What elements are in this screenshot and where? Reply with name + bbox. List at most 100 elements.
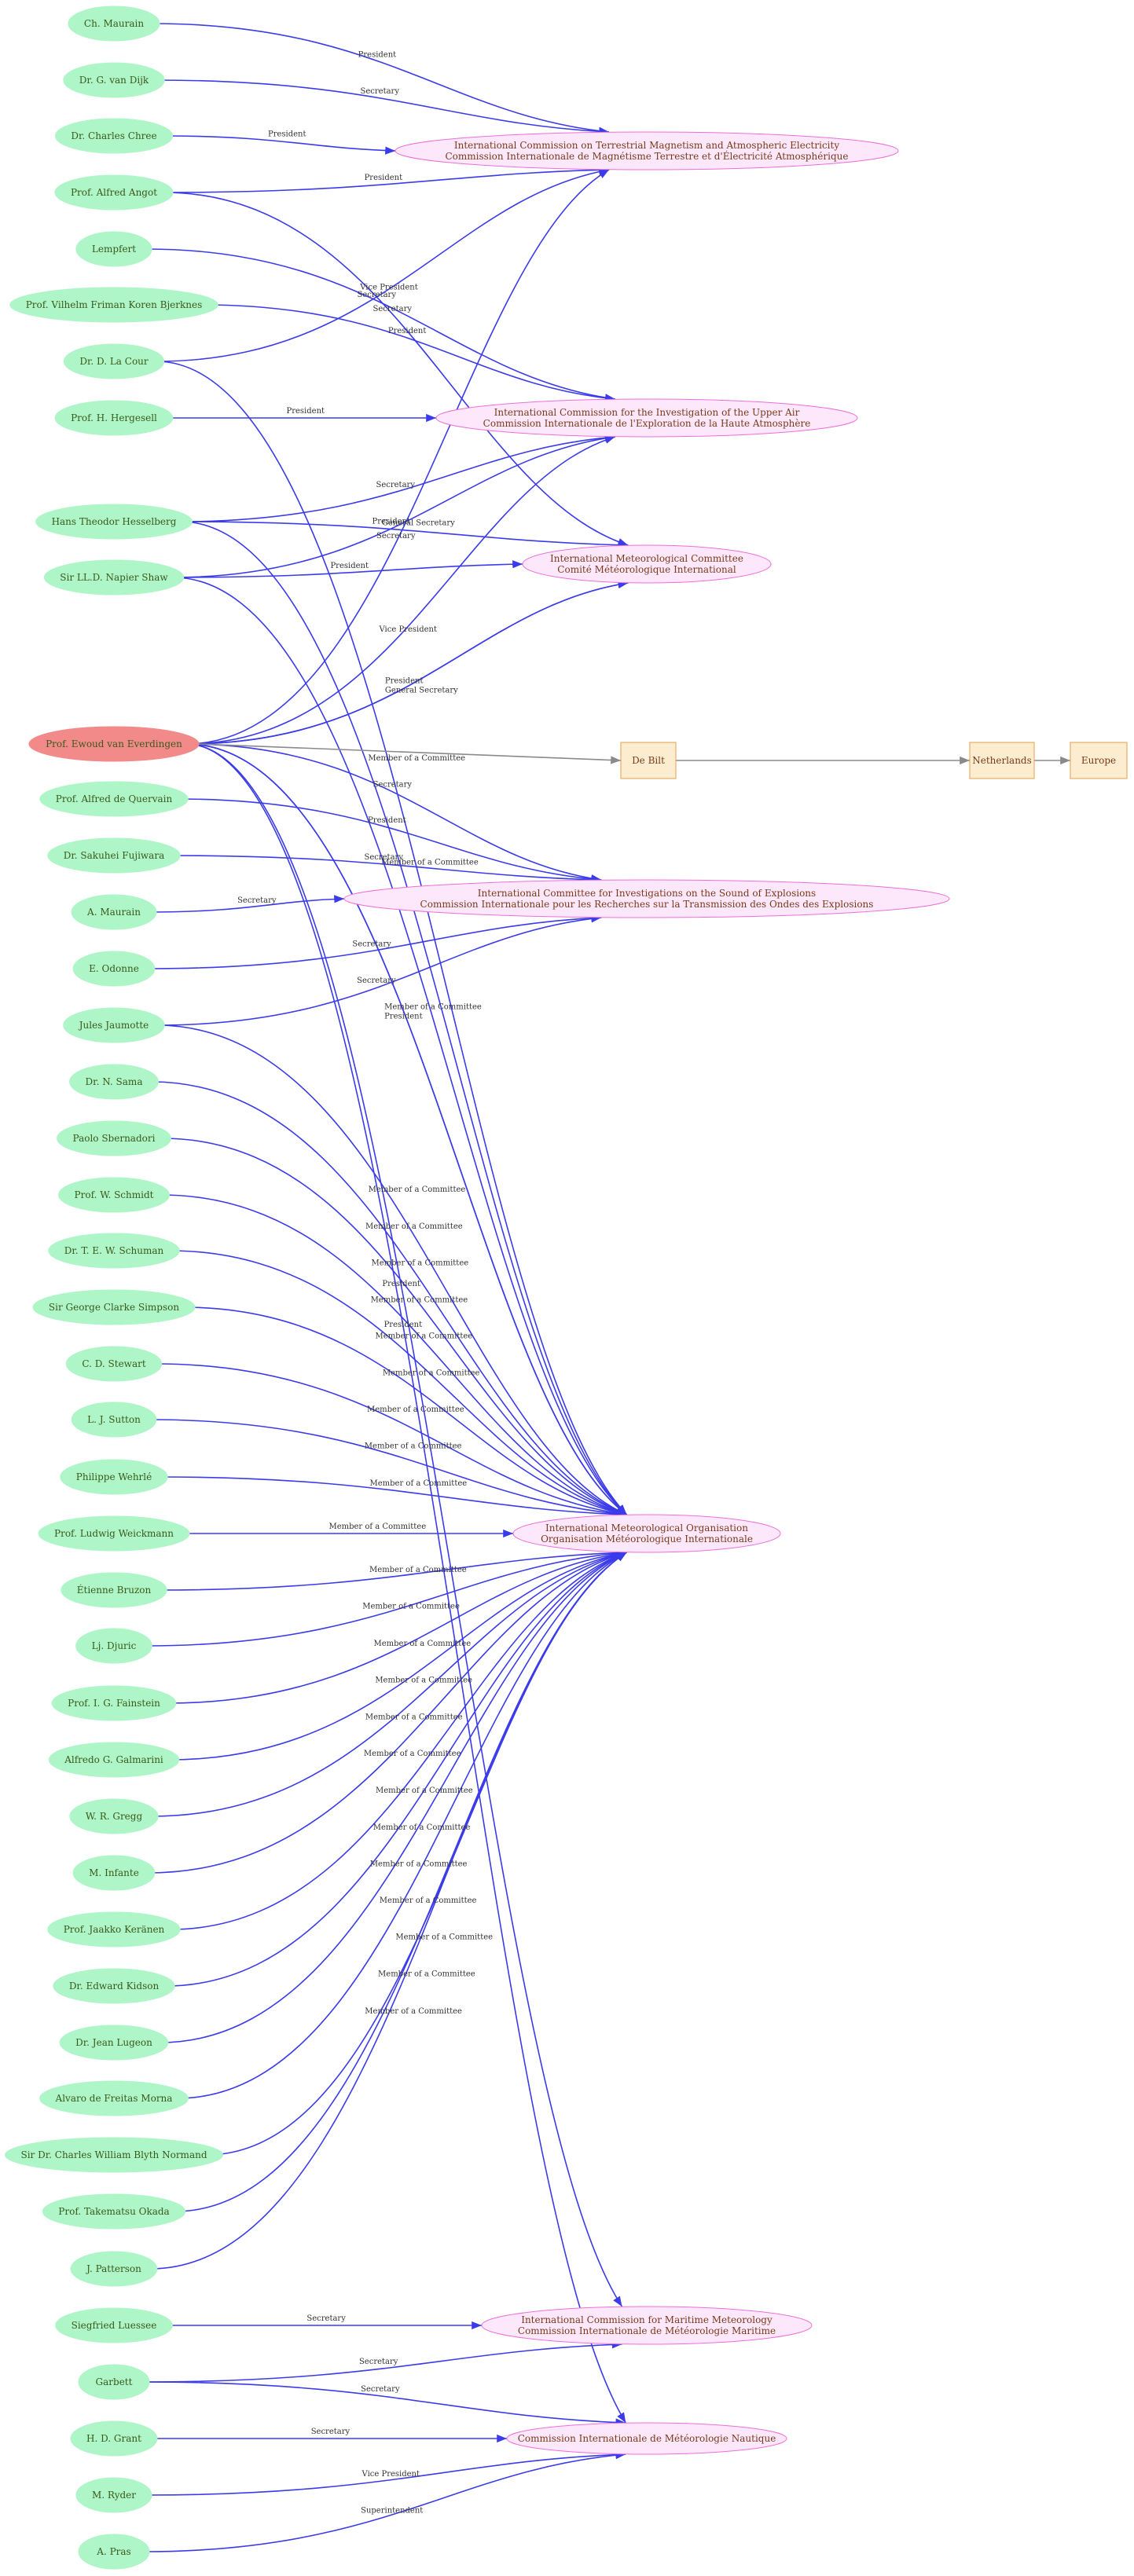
person-node[interactable]: Prof. Jaakko Keränen: [47, 1911, 181, 1948]
organization-ellipse: [395, 131, 899, 170]
place-node[interactable]: Europe: [1070, 742, 1128, 779]
person-node[interactable]: C. D. Stewart: [65, 1346, 163, 1382]
person-node[interactable]: A. Pras: [78, 2534, 150, 2570]
organization-node[interactable]: International Committee for Investigatio…: [343, 879, 950, 918]
person-node[interactable]: Dr. Edward Kidson: [53, 1968, 175, 2004]
organization-ellipse: [506, 2422, 787, 2455]
person-node[interactable]: Prof. Vilhelm Friman Koren Bjerknes: [9, 287, 218, 323]
edges-layer: [144, 23, 1070, 2552]
edge-label: Secretary: [361, 87, 400, 96]
person-node[interactable]: J. Patterson: [70, 2251, 158, 2287]
person-ellipse: [75, 231, 152, 267]
person-node[interactable]: Ch. Maurain: [68, 5, 160, 42]
person-node[interactable]: Jules Jaumotte: [63, 1007, 165, 1043]
person-node[interactable]: Lempfert: [75, 231, 152, 267]
person-node[interactable]: Dr. T. E. W. Schuman: [48, 1233, 180, 1269]
person-node[interactable]: Prof. I. G. Fainstein: [51, 1685, 177, 1721]
person-label: Dr. Jean Lugeon: [75, 2037, 152, 2048]
edge-label: Member of a Committee: [369, 1185, 466, 1194]
relationship-edge: [169, 1250, 627, 1516]
relationship-edge: [156, 1024, 627, 1515]
relationship-edge: [163, 135, 396, 155]
person-node[interactable]: Alfredo G. Galmarini: [48, 1742, 180, 1778]
place-node[interactable]: Netherlands: [969, 742, 1035, 779]
organization-label: International Committee for Investigatio…: [478, 888, 816, 899]
person-label: H. D. Grant: [86, 2433, 141, 2444]
person-node[interactable]: Prof. Takematsu Okada: [42, 2193, 186, 2230]
person-node[interactable]: Philippe Wehrlé: [60, 1459, 168, 1495]
person-label: Prof. Alfred de Quervain: [56, 793, 173, 804]
person-ellipse: [47, 837, 181, 874]
person-node[interactable]: Siegfried Luessee: [55, 2307, 173, 2343]
edge-label: Member of a Committee: [370, 1479, 468, 1488]
person-ellipse: [75, 1628, 152, 1664]
person-node[interactable]: Prof. W. Schmidt: [58, 1177, 170, 1213]
edge-label: Superintendent: [361, 2507, 423, 2516]
person-label: Philippe Wehrlé: [76, 1471, 152, 1482]
place-label: Europe: [1081, 755, 1116, 766]
person-node[interactable]: E. Odonne: [72, 951, 156, 987]
person-ellipse: [58, 1177, 170, 1213]
person-label: Dr. T. E. W. Schuman: [64, 1245, 164, 1256]
organization-label: International Commission on Terrestrial …: [454, 140, 839, 151]
person-node[interactable]: M. Infante: [72, 1855, 156, 1891]
person-node[interactable]: Dr. N. Sama: [69, 1064, 159, 1100]
person-label: L. J. Sutton: [87, 1414, 141, 1425]
organization-label: International Meteorological Committee: [550, 553, 743, 564]
person-node[interactable]: M. Ryder: [75, 2477, 152, 2513]
person-ellipse: [28, 726, 200, 762]
relationship-edge: [165, 1552, 627, 1987]
person-ellipse: [70, 2251, 158, 2287]
person-label: Garbett: [96, 2376, 133, 2387]
person-node[interactable]: Prof. Alfred de Quervain: [39, 781, 189, 817]
organization-node[interactable]: International Meteorological Organisatio…: [512, 1514, 781, 1553]
person-node[interactable]: Dr. D. La Cour: [63, 343, 165, 379]
place-node[interactable]: De Bilt: [620, 742, 677, 779]
person-node[interactable]: Prof. H. Hergesell: [54, 400, 174, 436]
person-node[interactable]: L. J. Sutton: [71, 1402, 157, 1438]
organization-node[interactable]: International Meteorological CommitteeCo…: [522, 544, 772, 584]
relationship-edge: [169, 1550, 627, 1761]
person-node[interactable]: Sir LL.D. Napier Shaw: [43, 559, 185, 595]
edge-label: Secretary: [373, 781, 413, 790]
organization-node[interactable]: International Commission for Maritime Me…: [481, 2306, 813, 2345]
person-node[interactable]: Lj. Djuric: [75, 1628, 152, 1664]
relationship-edge: [145, 248, 615, 402]
person-node[interactable]: A. Maurain: [71, 894, 157, 930]
person-node[interactable]: Paolo Sbernadori: [57, 1120, 171, 1156]
organization-ellipse: [522, 544, 772, 584]
edge-label: Secretary: [359, 2358, 398, 2366]
person-node[interactable]: Dr. Jean Lugeon: [59, 2025, 169, 2061]
edge-label: Vice President: [359, 284, 417, 292]
person-ellipse: [72, 1855, 156, 1891]
edge-label: Secretary: [306, 2314, 346, 2323]
person-node[interactable]: Prof. Ewoud van Everdingen: [28, 726, 200, 762]
person-node[interactable]: Garbett: [78, 2364, 150, 2400]
person-node[interactable]: Sir Dr. Charles William Blyth Normand: [4, 2137, 224, 2173]
person-ellipse: [72, 951, 156, 987]
relationship-edge: [152, 23, 610, 135]
organization-node[interactable]: Commission Internationale de Météorologi…: [506, 2422, 787, 2455]
person-node[interactable]: Hans Theodor Hesselberg: [35, 504, 193, 540]
person-node[interactable]: Dr. Sakuhei Fujiwara: [47, 837, 181, 874]
organization-node[interactable]: International Commission for the Investi…: [435, 398, 858, 438]
person-node[interactable]: Étienne Bruzon: [61, 1572, 167, 1608]
person-ellipse: [71, 894, 157, 930]
edge-label: President: [330, 562, 369, 570]
relationship-edge: [156, 914, 602, 1026]
person-node[interactable]: H. D. Grant: [70, 2420, 158, 2457]
person-node[interactable]: Prof. Alfred Angot: [54, 174, 174, 211]
person-node[interactable]: Dr. G. van Dijk: [63, 62, 165, 98]
organization-ellipse: [481, 2306, 813, 2345]
person-node[interactable]: Prof. Ludwig Weickmann: [38, 1515, 190, 1552]
person-node[interactable]: Alvaro de Freitas Morna: [39, 2080, 189, 2116]
organization-ellipse: [512, 1514, 781, 1553]
person-node[interactable]: Dr. Charles Chree: [54, 118, 174, 154]
organization-node[interactable]: International Commission on Terrestrial …: [395, 131, 899, 170]
edge-labels-layer: PresidentSecretaryPresidentPresidentSecr…: [237, 50, 493, 2515]
edge-label: Member of a Committee: [369, 1566, 467, 1574]
person-node[interactable]: Sir George Clarke Simpson: [32, 1289, 196, 1325]
person-ellipse: [9, 287, 218, 323]
person-node[interactable]: W. R. Gregg: [69, 1798, 159, 1834]
